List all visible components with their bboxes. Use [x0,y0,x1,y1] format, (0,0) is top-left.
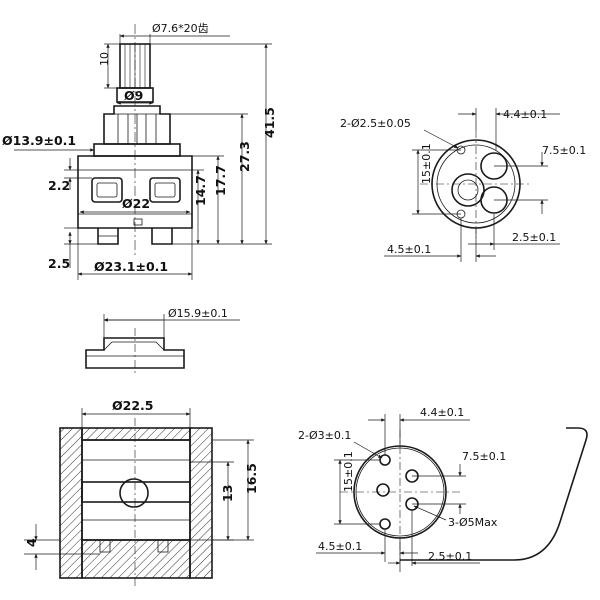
dim-seal-diameter: Ø15.9±0.1 [103,307,240,338]
dim-spline-height: 10 [98,43,120,89]
dim-upper-height: 27.3 [160,113,252,245]
stem-body [93,105,181,157]
dim-height-14-7: 14.7 [192,169,208,245]
seal-side-view: Ø15.9±0.1 [85,307,240,376]
dim-7-5-upper-label: 7.5±0.1 [542,144,586,157]
dim-housing-diameter: Ø22.5 [81,398,191,428]
dim-15-lower-label: 15±0.1 [342,451,355,492]
housing-section-view: Ø22.5 13 16.5 4 [24,398,259,586]
spline-diameter-label: Ø7.6*20齿 [152,22,209,35]
body-diameter-label: Ø13.9±0.1 [2,133,76,148]
housing-4-label: 4 [24,538,39,547]
dim-2-5-lower: 2.5±0.1 [388,510,480,572]
seal-diameter-label: Ø15.9±0.1 [168,307,228,320]
stem-diameter-label: Ø9 [124,88,143,103]
dim-body-diameter: Ø13.9±0.1 [2,133,95,152]
cartridge-bottom-view-upper: 2-Ø2.5±0.05 4.4±0.1 7.5±0.1 15±0.1 [340,108,586,262]
dim-7-5-upper: 7.5±0.1 [494,144,586,214]
dim-stem-diameter: Ø9 [116,88,154,105]
dim-ports-lower: 3-Ø5Max [413,505,498,529]
housing-diameter-label: Ø22.5 [112,398,153,413]
dim-4-4-upper: 4.4±0.1 [458,108,560,150]
dim-2-5: 2.5 [48,227,98,271]
dim-15-upper-label: 15±0.1 [420,143,433,184]
dim-15-lower: 15±0.1 [334,451,380,525]
cartridge-side-view: Ø7.6*20齿 10 Ø9 Ø13.9±0.1 41.5 [2,22,277,280]
dim-4-5-upper: 4.5±0.1 [384,218,496,262]
dim-4-4-lower-label: 4.4±0.1 [420,406,464,419]
cartridge-lower-body [77,155,193,245]
dim-4-5-lower-label: 4.5±0.1 [318,540,362,553]
holes-lower-label: 2-Ø3±0.1 [298,429,351,442]
spline-height-label: 10 [98,52,111,66]
dim-4-5-lower: 4.5±0.1 [316,530,418,562]
dim-4-4-upper-label: 4.4±0.1 [503,108,547,121]
base-diameter-label: Ø23.1±0.1 [94,259,168,274]
dim-inner-diameter: Ø22 [79,196,191,214]
dim-2-5-upper-label: 2.5±0.1 [512,231,556,244]
dim-15-upper: 15±0.1 [412,143,461,215]
housing-13-label: 13 [220,485,235,502]
dim-2-2-label: 2.2 [48,178,70,193]
upper-height-label: 27.3 [237,141,252,172]
dim-housing-4: 4 [24,524,100,570]
dim-total-height: 41.5 [150,43,277,245]
dim-2-5-lower-label: 2.5±0.1 [428,550,472,563]
housing-face-view: 2-Ø3±0.1 4.4±0.1 7.5±0.1 15±0.1 3-Ø5Max [298,406,588,572]
housing-16-5-label: 16.5 [244,463,259,494]
dim-housing-16-5: 16.5 [212,439,259,541]
dim-housing-13: 13 [190,461,235,541]
dim-holes-upper: 2-Ø2.5±0.05 [340,117,459,149]
dim-2-2: 2.2 [48,158,92,193]
ports-lower-label: 3-Ø5Max [448,516,498,529]
dim-height-17-7: 17.7 [192,155,228,245]
dim-2-5-label: 2.5 [48,256,70,271]
inner-diameter-label: Ø22 [122,196,150,211]
holes-upper-label: 2-Ø2.5±0.05 [340,117,411,130]
dim-7-5-lower: 7.5±0.1 [412,450,506,514]
dim-base-diameter: Ø23.1±0.1 [77,228,193,280]
total-height-label: 41.5 [262,107,277,138]
dim-4-4-lower: 4.4±0.1 [368,406,470,455]
dim-spline-diameter: Ø7.6*20齿 [119,22,230,44]
dim-4-5-upper-label: 4.5±0.1 [387,243,431,256]
height-17-7-label: 17.7 [213,165,228,196]
dim-2-5-upper: 2.5±0.1 [468,214,560,262]
dim-holes-lower: 2-Ø3±0.1 [298,429,383,459]
height-14-7-label: 14.7 [193,175,208,206]
dim-7-5-lower-label: 7.5±0.1 [462,450,506,463]
